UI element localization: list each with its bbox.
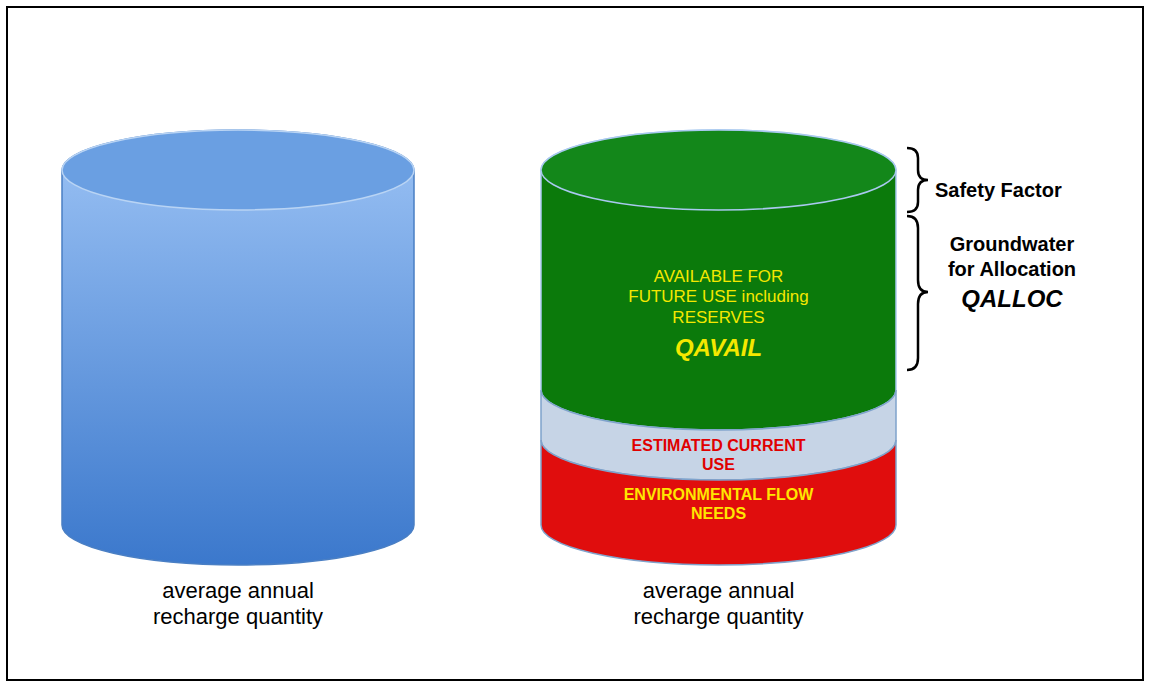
brace-label: Groundwater for Allocation <box>937 232 1087 282</box>
recharge-cylinder: average annual recharge quantity <box>62 130 414 630</box>
available-band: AVAILABLE FOR FUTURE USE including RESER… <box>541 130 896 430</box>
text-group: ENVIRONMENTAL FLOW NEEDS <box>609 485 829 523</box>
band-body <box>541 440 896 565</box>
text-group: AVAILABLE FOR FUTURE USE including RESER… <box>624 267 814 363</box>
curly-brace <box>907 216 928 370</box>
environmental-flow-band: ENVIRONMENTAL FLOW NEEDS <box>541 400 896 565</box>
band-body <box>541 130 896 430</box>
cylinder-top <box>541 130 896 210</box>
band-text: AVAILABLE FOR FUTURE USE including RESER… <box>624 267 814 328</box>
text-group: average annual recharge quantity <box>599 578 839 631</box>
cylinder-body <box>62 130 414 565</box>
cylinder-caption: average annual recharge quantity <box>118 578 358 631</box>
brace-label: Safety Factor <box>935 178 1095 203</box>
text-group: average annual recharge quantity <box>118 578 358 631</box>
band-text: ESTIMATED CURRENT USE <box>619 436 819 474</box>
curly-brace <box>907 148 928 212</box>
cylinder-shape <box>62 130 414 565</box>
symbol-label: QALLOC <box>937 284 1087 314</box>
band-text: ENVIRONMENTAL FLOW NEEDS <box>609 485 829 523</box>
current-use-band: ESTIMATED CURRENT USE <box>541 350 896 480</box>
band-body <box>541 390 896 480</box>
band-text: QAVAIL <box>675 334 762 363</box>
frame-border <box>7 7 1143 680</box>
cylinder-top <box>62 130 414 210</box>
cylinder-caption: average annual recharge quantity <box>599 578 839 631</box>
text-group: ESTIMATED CURRENT USE <box>619 436 819 474</box>
allocation-cylinder: average annual recharge quantity AVAILABL… <box>541 130 896 630</box>
band-shape <box>541 400 896 565</box>
